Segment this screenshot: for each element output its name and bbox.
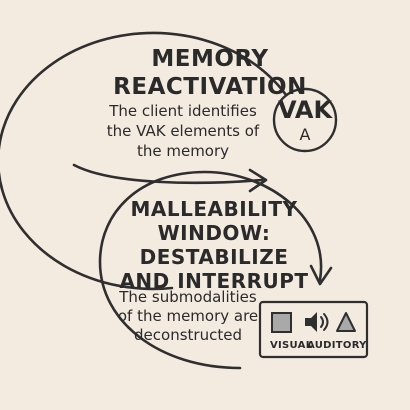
vak-badge-sublabel: A [299, 125, 311, 144]
inner-loop-arc [98, 170, 323, 370]
memory-reactivation-description: The client identifies the VAK elements o… [106, 102, 260, 160]
speaker-icon [305, 312, 329, 332]
arrowhead-down [309, 264, 333, 286]
vak-badge-circle [272, 87, 338, 153]
visual-label: VISUAL [270, 340, 313, 351]
triangle-icon [336, 312, 356, 332]
visual-square-icon [271, 312, 292, 333]
auditory-label: AUDITORY [307, 340, 367, 351]
vak-badge-label: VAK [277, 96, 333, 124]
outer-loop-arc [0, 31, 294, 291]
connector-arrow-arc [72, 163, 264, 185]
arrowhead-right [248, 168, 268, 193]
malleability-window-title: MALLEABILITY WINDOW: DESTABILIZE AND INT… [119, 197, 309, 293]
malleability-window-description: The submodalities of the memory are deco… [117, 288, 259, 344]
memory-reactivation-title: MEMORY REACTIVATION [113, 46, 307, 100]
